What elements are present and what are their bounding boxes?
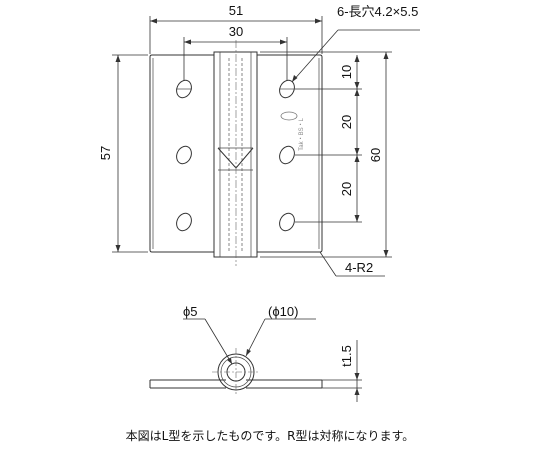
maker-logo-icon: [280, 111, 298, 121]
dim-hole-pitch-horizontal: 30: [229, 24, 243, 39]
stamp-text: Tak・BS・L: [299, 117, 305, 150]
dim-knuckle-diameter: (ϕ10): [268, 304, 298, 319]
right-leaf: [256, 54, 323, 253]
mounting-slots: [176, 79, 295, 232]
slot-right-top: [279, 79, 295, 99]
dim-top-offset: 10: [339, 65, 354, 79]
dim-hole-pitch-1: 20: [339, 115, 354, 129]
dim-overall-height: 60: [368, 148, 383, 162]
footnote: 本図はL型を示したものです。R型は対称になります。: [125, 429, 415, 443]
slot-right-bottom: [279, 212, 295, 232]
side-view-labels: ϕ5 (ϕ10) t1.5: [183, 304, 354, 367]
dim-overall-width: 51: [229, 3, 243, 18]
dim-thickness: t1.5: [339, 345, 354, 367]
knuckle: [213, 40, 258, 266]
slot-left-bottom: [176, 212, 192, 232]
dimension-labels: 51 30 6-長穴4.2×5.5 57 60 10 20 20 4-R2: [98, 3, 418, 275]
side-view: [149, 318, 362, 402]
dimension-lines: [112, 16, 420, 277]
dim-corner-radius: 4-R2: [345, 260, 373, 275]
dim-leaf-height: 57: [98, 146, 113, 160]
maker-stamp: Tak・BS・L: [280, 111, 305, 151]
left-leaf: [149, 54, 215, 253]
slot-right-middle: [279, 145, 295, 165]
front-view: Tak・BS・L: [149, 40, 323, 266]
dim-pin-diameter: ϕ5: [183, 304, 198, 319]
slot-left-top: [176, 79, 192, 99]
dim-hole-pitch-2: 20: [339, 182, 354, 196]
dim-slot-callout: 6-長穴4.2×5.5: [337, 4, 418, 19]
slot-left-middle: [176, 145, 192, 165]
